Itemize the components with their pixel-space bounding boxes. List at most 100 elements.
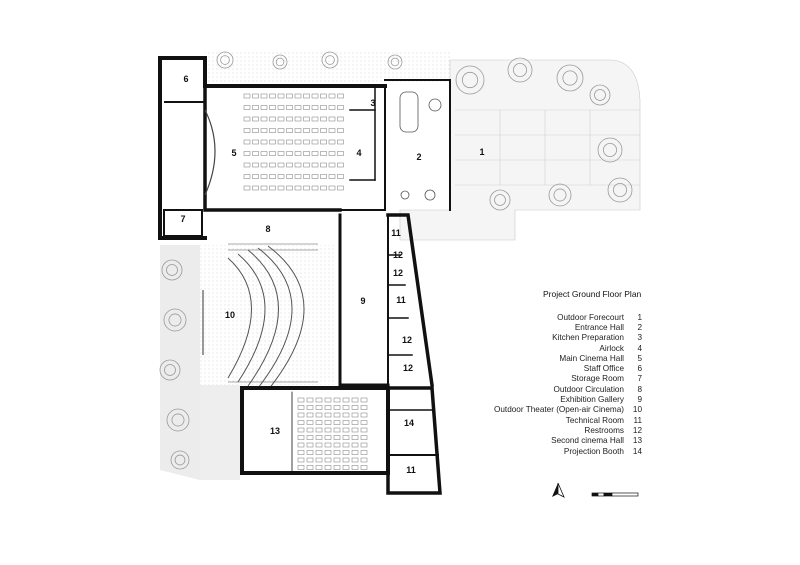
- seat: [320, 174, 327, 179]
- seat: [337, 128, 344, 133]
- seat: [320, 128, 327, 133]
- seat: [342, 435, 350, 440]
- seat: [351, 435, 359, 440]
- seat: [324, 442, 332, 448]
- seat: [333, 465, 341, 470]
- seat: [269, 139, 276, 145]
- seat: [269, 93, 276, 99]
- legend-label: Kitchen Preparation: [552, 333, 624, 343]
- seat: [315, 450, 323, 455]
- seat: [351, 420, 359, 425]
- seat: [252, 185, 259, 191]
- seat: [303, 128, 310, 133]
- seat: [286, 128, 293, 133]
- seat: [342, 427, 350, 433]
- room-number-1: 1: [479, 147, 484, 157]
- seat: [297, 442, 305, 448]
- tree-icon: [548, 183, 572, 207]
- legend-label: Outdoor Theater (Open-air Cinema): [494, 405, 624, 415]
- seat: [351, 397, 359, 403]
- seat: [360, 397, 368, 403]
- seat: [360, 457, 368, 463]
- seat: [297, 420, 305, 425]
- tree-icon: [325, 55, 335, 65]
- seat: [303, 174, 310, 179]
- legend-number: 2: [637, 322, 642, 332]
- seat: [297, 427, 305, 433]
- seat: [243, 151, 251, 156]
- tree-icon: [166, 264, 178, 276]
- seat: [243, 139, 251, 145]
- seat: [337, 185, 344, 191]
- seat: [315, 427, 323, 433]
- tree-icon: [489, 189, 511, 211]
- seat: [360, 420, 368, 425]
- seat: [324, 465, 332, 470]
- seat: [260, 128, 268, 133]
- seat: [360, 435, 368, 440]
- tree-icon: [168, 313, 182, 327]
- seat: [306, 442, 314, 448]
- legend-label: Restrooms: [584, 425, 624, 435]
- seat: [260, 93, 268, 99]
- legend-number: 11: [633, 415, 643, 425]
- seat: [333, 412, 341, 418]
- tree-icon: [321, 51, 339, 69]
- tree-icon: [507, 57, 533, 83]
- tree-icon: [494, 194, 506, 206]
- seat: [269, 162, 276, 168]
- scale-bar-icon: [591, 492, 639, 497]
- seat: [243, 128, 251, 133]
- seat: [360, 465, 368, 470]
- legend-label: Outdoor Forecourt: [557, 312, 624, 322]
- tree-icon: [163, 308, 187, 332]
- legend-label: Entrance Hall: [574, 322, 624, 332]
- tree-icon: [272, 54, 288, 70]
- legend-label: Outdoor Circulation: [553, 384, 624, 394]
- seat: [243, 162, 251, 168]
- seat: [328, 162, 336, 168]
- seat: [269, 174, 276, 179]
- seat: [324, 457, 332, 463]
- seat: [277, 174, 285, 179]
- room-number-3: 3: [370, 98, 375, 108]
- room-number-12-a: 12: [393, 250, 403, 260]
- tree-icon: [170, 450, 190, 470]
- seat: [333, 450, 341, 455]
- seat: [315, 420, 323, 425]
- seat: [328, 128, 336, 133]
- seat: [311, 128, 319, 133]
- seat: [297, 435, 305, 440]
- seat: [351, 457, 359, 463]
- seat: [333, 420, 341, 425]
- room-number-12-d: 12: [403, 363, 413, 373]
- seat: [360, 450, 368, 455]
- room-number-5: 5: [231, 148, 236, 158]
- seat: [277, 128, 285, 133]
- legend-number: 14: [632, 446, 642, 456]
- walls: [158, 56, 451, 495]
- legend-label: Staff Office: [583, 364, 624, 374]
- seat: [277, 162, 285, 168]
- legend-number: 12: [632, 425, 642, 435]
- tree-icon: [589, 84, 611, 106]
- seat: [337, 174, 344, 179]
- tree-icon: [164, 364, 176, 376]
- seat: [311, 93, 319, 99]
- seat: [252, 128, 259, 133]
- seat: [297, 450, 305, 455]
- seat: [337, 93, 344, 99]
- seat: [303, 105, 310, 110]
- seat: [360, 405, 368, 410]
- seat: [260, 116, 268, 122]
- tree-icon: [455, 65, 485, 95]
- seat: [342, 405, 350, 410]
- legend-label: Second cinema Hall: [551, 436, 624, 446]
- tree-icon: [171, 413, 185, 427]
- north-arrow-icon: [552, 482, 565, 498]
- landscape: [160, 52, 641, 480]
